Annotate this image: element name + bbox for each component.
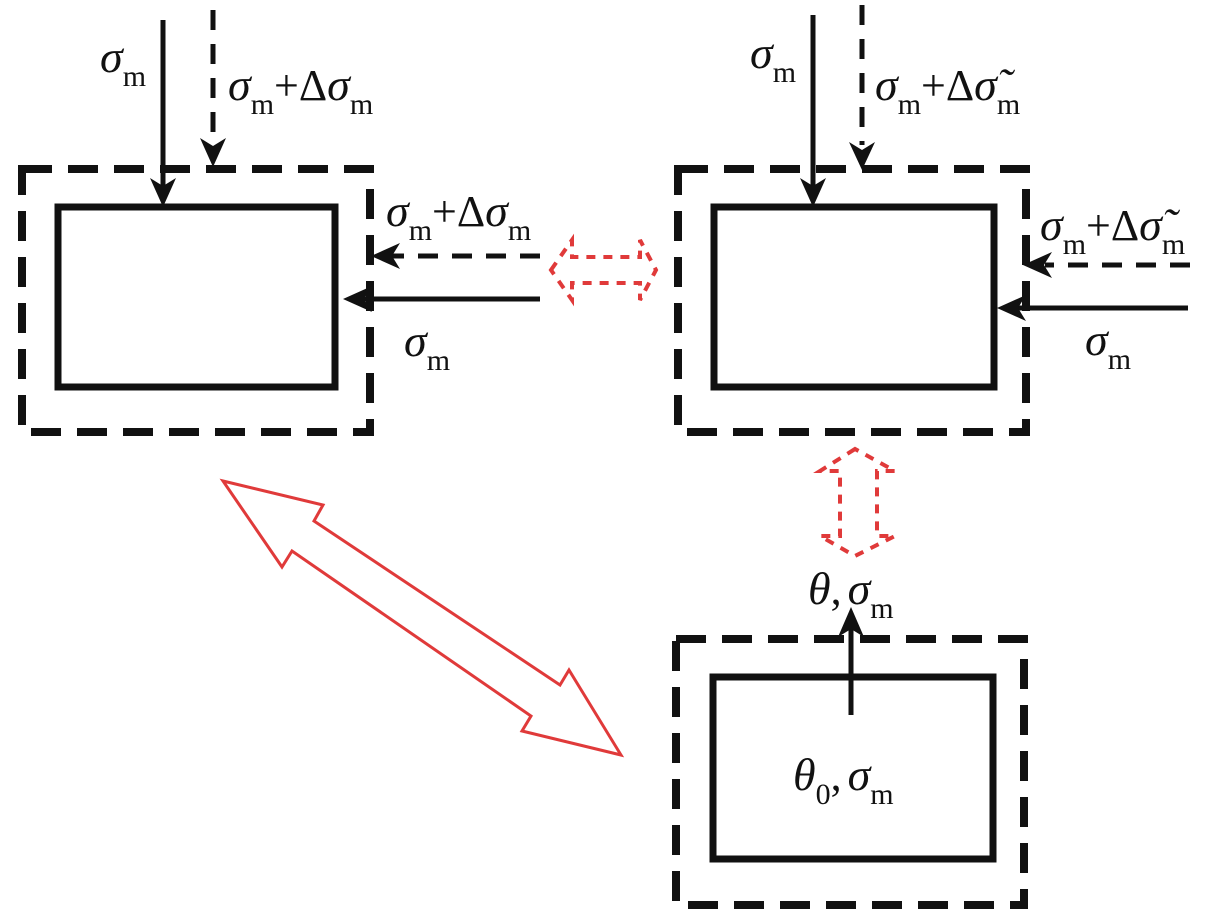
element-c-inner-label: θ0,σm <box>793 749 894 811</box>
element-b-top-solid-label: σm <box>750 27 796 89</box>
equivalence-arrow-a-b <box>548 233 659 307</box>
element-a-top-solid-label: σm <box>100 31 146 93</box>
element-b-right-dashed-label: σm+Δσ̃m <box>1040 199 1185 261</box>
element-a-right-solid-label: σm <box>404 315 450 377</box>
element-a-right-dashed-label: σm+Δσm <box>386 185 531 247</box>
element-a-top-dashed-arrow <box>200 10 226 167</box>
element-a-top-solid-arrow <box>150 20 176 207</box>
element-a-top-dashed-label: σm+Δσm <box>228 59 373 121</box>
element-b-top-dashed-arrow <box>849 5 875 170</box>
element-b: σm σm+Δσ̃m σm+Δσ̃m σm <box>674 5 1190 436</box>
element-a-right-dashed-arrow <box>371 243 540 269</box>
equivalence-arrow-b-c <box>812 446 896 559</box>
element-b-outer-dashed-boundary <box>674 165 1030 436</box>
element-a-right-solid-arrow <box>343 286 540 312</box>
element-b-inner-solid-box <box>710 203 998 391</box>
element-b-top-solid-arrow <box>800 15 826 207</box>
element-a: σm σm+Δσm σm+Δσm σm <box>18 10 540 436</box>
element-c-outflow-label: θ,σm <box>808 563 894 625</box>
element-a-inner-solid-box <box>54 203 339 391</box>
equivalence-arrow-a-c <box>219 478 625 758</box>
element-b-right-dashed-arrow <box>1023 252 1190 278</box>
element-c-outflow-arrow <box>838 607 864 715</box>
element-b-top-dashed-label: σm+Δσ̃m <box>875 59 1020 121</box>
element-b-right-solid-label: σm <box>1085 314 1131 376</box>
element-b-right-solid-arrow <box>997 295 1188 321</box>
element-c-outer-dashed-boundary <box>672 635 1028 909</box>
element-c: θ,σm θ0,σm <box>672 563 1028 909</box>
